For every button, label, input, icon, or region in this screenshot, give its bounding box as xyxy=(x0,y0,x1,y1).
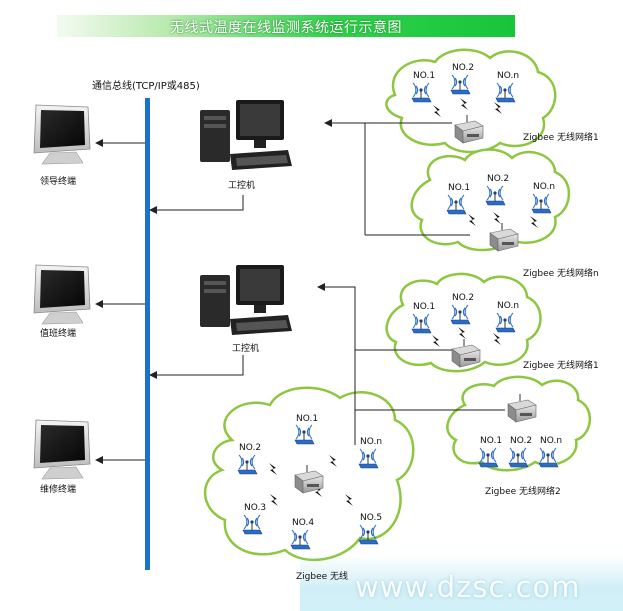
wireless-signal-icon xyxy=(458,327,466,339)
gateway-icon xyxy=(451,339,481,368)
node-label: NO.n xyxy=(540,436,563,446)
wireless-signal-icon xyxy=(270,494,278,506)
wireless-signal-icon xyxy=(345,494,353,506)
network-label-n: Zigbee 无线网络n xyxy=(523,269,599,279)
sensor-icon xyxy=(531,193,552,214)
sensor-icon xyxy=(411,313,432,334)
gateway-icon xyxy=(294,465,324,494)
terminal-label-duty: 值班终端 xyxy=(40,329,77,339)
link-ipc2-bus xyxy=(149,355,244,379)
sensor-icon xyxy=(485,185,506,206)
sensor-icon xyxy=(450,304,471,325)
watermark: www.dzsc.com xyxy=(355,570,581,604)
wireless-signal-icon xyxy=(493,333,501,345)
terminal-label-maintenance: 维修终端 xyxy=(40,485,77,495)
node-label: NO.n xyxy=(497,71,520,81)
cloud-network-2 xyxy=(446,375,591,472)
cloud-network-1 xyxy=(385,48,557,154)
sensor-icon xyxy=(358,524,379,545)
terminal-label-leader: 领导终端 xyxy=(40,177,77,187)
workstation-icon xyxy=(200,265,292,335)
node-label: NO.n xyxy=(360,437,383,447)
wireless-signal-icon xyxy=(460,98,468,110)
node-label: NO.2 xyxy=(487,174,510,184)
watermark-band xyxy=(300,555,623,611)
ipc-label-1: 工控机 xyxy=(228,181,256,191)
communication-bus xyxy=(145,98,150,570)
link-ipc1-bus xyxy=(149,195,244,214)
wireless-signal-icon xyxy=(493,212,501,224)
link-networks-ipc2 xyxy=(317,283,356,445)
wireless-signal-icon xyxy=(269,463,277,475)
gateway-icon xyxy=(507,394,537,423)
node-label: NO.1 xyxy=(413,71,436,81)
node-label: NO.1 xyxy=(296,414,319,424)
bus-label: 通信总线(TCP/IP或485) xyxy=(92,81,200,92)
node-label: NO.1 xyxy=(480,436,503,446)
workstation-icon xyxy=(200,100,292,170)
sensor-icon xyxy=(495,82,516,103)
sensor-icon xyxy=(495,312,516,333)
wireless-signal-icon xyxy=(329,455,337,467)
node-label: NO.n xyxy=(497,301,520,311)
node-label: NO.1 xyxy=(448,183,471,193)
wireless-signal-icon xyxy=(468,214,476,226)
wireless-signal-icon xyxy=(314,485,322,497)
wireless-signal-icon xyxy=(432,335,440,347)
wireless-signal-icon xyxy=(530,216,538,228)
wireless-signal-icon xyxy=(494,102,502,114)
monitor-icon xyxy=(33,264,91,325)
sensor-icon xyxy=(294,424,315,445)
gateway-icon xyxy=(454,115,484,144)
gateway-icon xyxy=(489,223,519,252)
node-label: NO.3 xyxy=(244,503,267,513)
node-label: NO.5 xyxy=(360,513,383,523)
link-networks-ipc1 xyxy=(324,119,366,235)
node-label: NO.2 xyxy=(510,436,533,446)
sensor-icon xyxy=(478,447,499,468)
network-label-1: Zigbee 无线网络1 xyxy=(523,133,599,143)
network-label-big: Zigbee 无线 xyxy=(296,572,349,582)
sensor-icon xyxy=(358,448,379,469)
node-label: NO.2 xyxy=(452,293,475,303)
sensor-icon xyxy=(450,74,471,95)
network-label-1b: Zigbee 无线网络1 xyxy=(523,361,599,371)
node-label: NO.n xyxy=(533,182,556,192)
wireless-signal-icon xyxy=(433,105,441,117)
sensor-icon xyxy=(508,447,529,468)
node-label: NO.2 xyxy=(239,443,262,453)
node-label: NO.2 xyxy=(452,63,475,73)
monitor-icon xyxy=(33,419,91,480)
sensor-icon xyxy=(242,514,263,535)
cloud-network-n xyxy=(410,148,571,252)
ipc-label-2: 工控机 xyxy=(232,344,260,354)
node-label: NO.4 xyxy=(292,518,315,528)
sensor-icon xyxy=(446,194,467,215)
diagram-title: 无线式温度在线监测系统运行示意图 xyxy=(170,20,402,36)
network-label-2: Zigbee 无线网络2 xyxy=(485,487,561,497)
sensor-icon xyxy=(237,454,258,475)
sensor-icon xyxy=(411,82,432,103)
node-label: NO.1 xyxy=(413,302,436,312)
title-banner: 无线式温度在线监测系统运行示意图 xyxy=(57,15,515,37)
sensor-icon xyxy=(538,447,559,468)
sensor-icon xyxy=(290,529,311,550)
monitor-icon xyxy=(33,104,91,165)
